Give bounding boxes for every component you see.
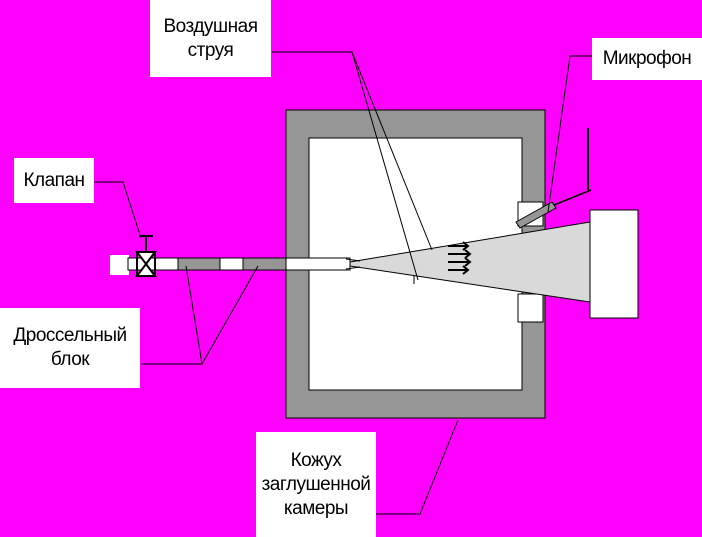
label-microphone-line-1: Микрофон (602, 48, 692, 69)
valve-icon (135, 235, 157, 277)
label-throttle-block-line-1: Дроссельный (13, 325, 127, 346)
leader-lines (94, 51, 592, 515)
label-chamber-casing-line-1: Кожух (290, 449, 342, 471)
label-chamber-casing-line-2: заглушенной (261, 473, 371, 495)
label-chamber-casing-line-3: камеры (283, 497, 349, 519)
wall-opening-bottom (517, 293, 544, 323)
label-throttle-block-line-2: блок (50, 349, 90, 370)
nozzle (345, 258, 361, 270)
exhaust-block (589, 209, 639, 319)
leader-valve (94, 181, 142, 239)
label-air-jet: Воздушная струя (150, 0, 271, 77)
flow-arrows-icon (448, 241, 472, 275)
label-air-jet-line-1: Воздушная (163, 15, 259, 37)
throttle-segment-2 (242, 257, 287, 271)
microphone-icon (515, 128, 592, 229)
label-valve-line-1: Клапан (23, 169, 85, 191)
leader-casing (376, 419, 459, 515)
label-microphone: Микрофон (592, 38, 702, 80)
throttle-segment-1 (177, 257, 221, 271)
pipe (127, 257, 351, 271)
label-chamber-casing: Кожух заглушенной камеры (256, 432, 376, 537)
label-throttle-block: Дроссельный блок (0, 308, 140, 388)
label-valve: Клапан (14, 158, 94, 203)
leader-throttle (141, 265, 259, 365)
label-air-jet-line-2: струя (187, 39, 234, 61)
leader-microphone (547, 55, 592, 213)
leader-air-jet-b (351, 51, 419, 281)
inlet-cap (110, 255, 129, 275)
